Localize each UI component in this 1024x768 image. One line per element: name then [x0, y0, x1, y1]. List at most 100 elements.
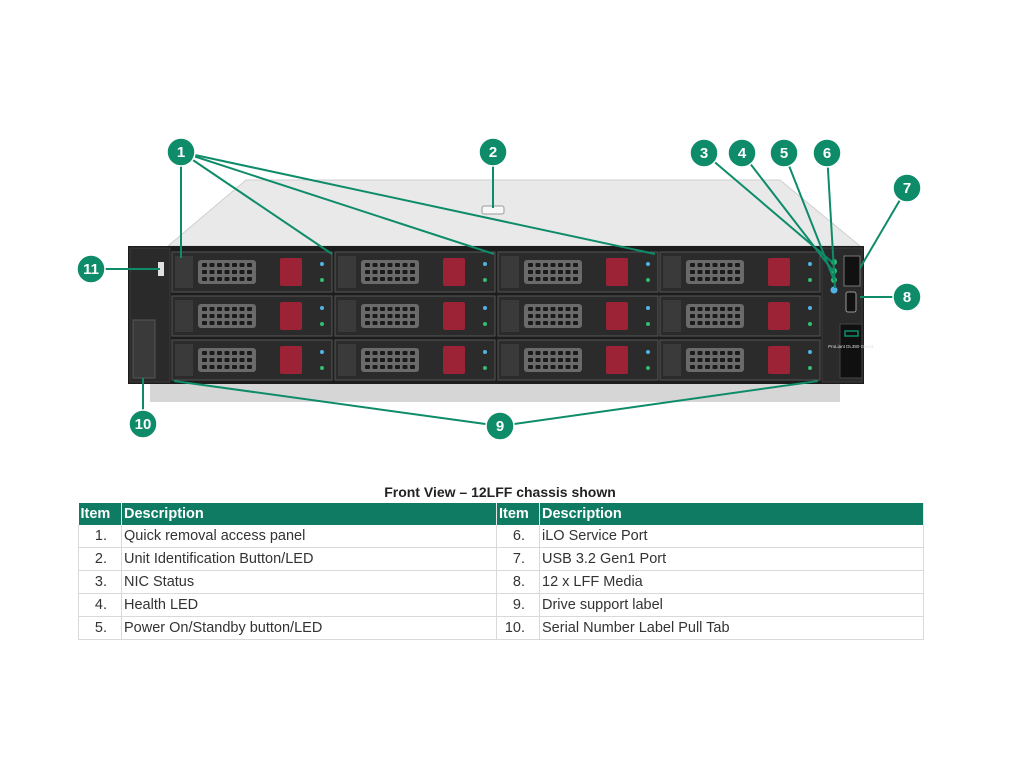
drive-status-led: [646, 278, 650, 282]
table-row: 1. Quick removal access panel 6. iLO Ser…: [78, 525, 924, 548]
item-number: 5.: [78, 616, 122, 640]
drive-bay: [171, 295, 333, 337]
item-number: 3.: [78, 570, 122, 594]
drive-activity-led: [646, 350, 650, 354]
leader-lines: [91, 151, 908, 427]
drive-release-latch: [606, 302, 628, 330]
item-number: 4.: [78, 593, 122, 617]
drive-status-led: [320, 366, 324, 370]
table-row: 2. Unit Identification Button/LED 7. USB…: [78, 547, 924, 571]
drive-activity-led: [483, 350, 487, 354]
item-number: 1.: [78, 525, 122, 548]
callout-number: 8: [903, 289, 911, 306]
chassis-bottom-edge: [150, 384, 840, 402]
drive-status-led: [320, 278, 324, 282]
serial-label-pull-tab: [132, 319, 156, 379]
callout-marker: 11: [76, 254, 106, 284]
drive-bay: [497, 339, 659, 381]
item-description: Quick removal access panel: [121, 525, 497, 548]
drive-activity-led: [646, 306, 650, 310]
drive-status-led: [808, 278, 812, 282]
item-description: iLO Service Port: [539, 525, 924, 548]
drive-release-latch: [280, 346, 302, 374]
item-number: 2.: [78, 547, 122, 571]
item-number: 10.: [496, 616, 540, 640]
drive-release-latch: [280, 302, 302, 330]
leader-line-1: [180, 151, 656, 255]
drive-release-latch: [280, 258, 302, 286]
drive-release-latch: [768, 346, 790, 374]
drive-release-latch: [443, 302, 465, 330]
drive-bay: [659, 339, 821, 381]
callout-number: 1: [177, 144, 185, 161]
callout-number: 3: [700, 145, 708, 162]
item-description: USB 3.2 Gen1 Port: [539, 547, 924, 571]
drive-release-latch: [443, 258, 465, 286]
drive-status-led: [808, 322, 812, 326]
callout-number: 4: [738, 145, 747, 162]
item-description: Drive support label: [539, 593, 924, 617]
drive-status-led: [483, 278, 487, 282]
leader-line-6: [826, 152, 836, 289]
drive-activity-led: [646, 262, 650, 266]
drive-status-led: [320, 322, 324, 326]
header-item: Item: [78, 503, 122, 525]
callout-number: 9: [496, 418, 504, 435]
callout-marker: 1: [166, 137, 196, 167]
leader-line-4: [741, 152, 834, 272]
usb-port: [845, 291, 857, 313]
header-item: Item: [496, 503, 540, 525]
callout-number: 7: [903, 180, 911, 197]
drive-activity-led: [808, 350, 812, 354]
drive-status-led: [646, 322, 650, 326]
item-description: 12 x LFF Media: [539, 570, 924, 594]
brand-logo: [844, 330, 859, 337]
callout-marker: 2: [478, 137, 508, 167]
callout-marker: 7: [892, 173, 922, 203]
header-description: Description: [539, 503, 924, 525]
drive-activity-led: [483, 306, 487, 310]
model-badge: [839, 323, 863, 379]
drive-bay: [659, 251, 821, 293]
callout-marker: 9: [485, 411, 515, 441]
drive-release-latch: [443, 346, 465, 374]
leader-line-7: [859, 187, 908, 269]
drive-bay: [659, 295, 821, 337]
callout-marker: 10: [128, 409, 158, 439]
item-description: Serial Number Label Pull Tab: [539, 616, 924, 640]
drive-status-led: [483, 366, 487, 370]
drive-bays: [171, 251, 821, 381]
callout-number: 5: [780, 145, 788, 162]
ilo-service-port: [843, 255, 861, 287]
drive-bay: [334, 339, 496, 381]
leader-line-9: [499, 380, 819, 427]
callout-marker: 4: [727, 138, 757, 168]
item-description: Health LED: [121, 593, 497, 617]
leader-line-9: [173, 380, 501, 427]
drive-release-latch: [768, 258, 790, 286]
leader-line-5: [783, 152, 835, 281]
item-number: 8.: [496, 570, 540, 594]
item-description: Power On/Standby button/LED: [121, 616, 497, 640]
callout-number: 11: [83, 261, 99, 278]
model-badge-text: ProLiant DL380 Gen11: [828, 344, 874, 349]
drive-activity-led: [320, 306, 324, 310]
callout-marker: 3: [689, 138, 719, 168]
power-button-led: [830, 286, 838, 294]
drive-bay: [497, 251, 659, 293]
drive-activity-led: [320, 262, 324, 266]
table-row: 3. NIC Status 8. 12 x LFF Media: [78, 570, 924, 594]
diagram-caption: Front View – 12LFF chassis shown: [384, 484, 616, 500]
drive-bay: [334, 251, 496, 293]
drive-release-latch: [606, 258, 628, 286]
item-description: NIC Status: [121, 570, 497, 594]
callout-number: 10: [135, 416, 152, 433]
table-row: 4. Health LED 9. Drive support label: [78, 593, 924, 617]
drive-activity-led: [320, 350, 324, 354]
drive-activity-led: [808, 262, 812, 266]
drive-bay: [497, 295, 659, 337]
drive-bay: [171, 339, 333, 381]
item-description: Unit Identification Button/LED: [121, 547, 497, 571]
